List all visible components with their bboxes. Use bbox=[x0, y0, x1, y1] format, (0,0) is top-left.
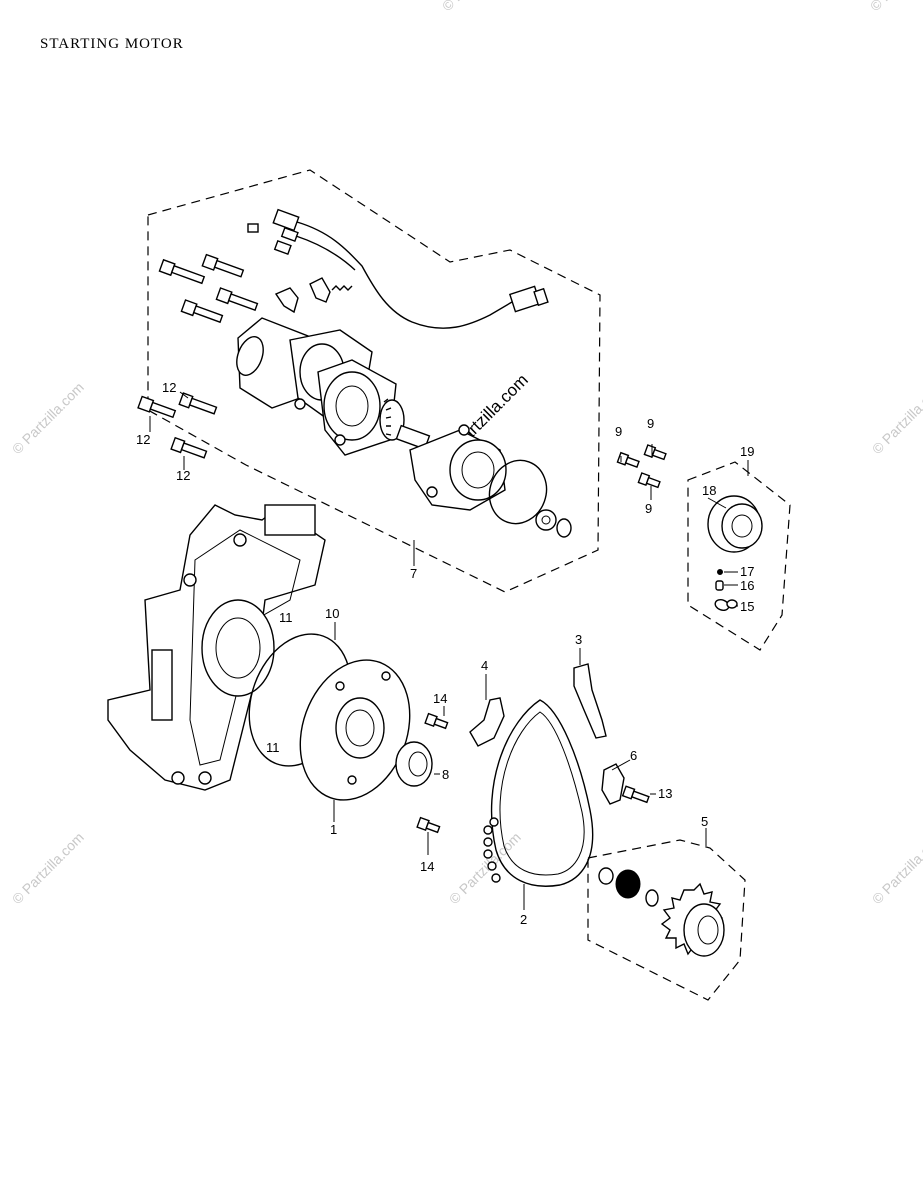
bracket-6 bbox=[601, 763, 625, 805]
callout-14: 14 bbox=[433, 691, 447, 706]
one-way-clutch bbox=[707, 495, 763, 611]
callout-2: 2 bbox=[520, 912, 527, 927]
driven-sprocket bbox=[598, 867, 725, 957]
callout-8: 8 bbox=[442, 767, 449, 782]
bolts-top-cluster bbox=[158, 253, 259, 324]
callout-18: 18 bbox=[702, 483, 716, 498]
callout-9: 9 bbox=[645, 501, 652, 516]
callout-7: 7 bbox=[410, 566, 417, 581]
callout-16: 16 bbox=[740, 578, 754, 593]
callout-10: 10 bbox=[325, 606, 339, 621]
callout-3: 3 bbox=[575, 632, 582, 647]
callout-1: 1 bbox=[330, 822, 337, 837]
callout-12: 12 bbox=[162, 380, 176, 395]
bolts-12 bbox=[137, 392, 218, 459]
callout-11: 11 bbox=[266, 740, 280, 755]
page-title: STARTING MOTOR bbox=[40, 36, 184, 52]
callout-11: 11 bbox=[279, 610, 293, 625]
watermark-text: © Partzilla.com bbox=[9, 379, 87, 457]
starter-chain-2 bbox=[483, 699, 594, 887]
callout-6: 6 bbox=[630, 748, 637, 763]
bolts-14 bbox=[416, 712, 449, 834]
callout-12: 12 bbox=[176, 468, 190, 483]
oil-seal-8 bbox=[395, 741, 433, 787]
callout-9: 9 bbox=[615, 424, 622, 439]
assembly-5-outline bbox=[587, 839, 746, 1001]
watermark-text: © Partzilla.com bbox=[869, 829, 923, 907]
callout-17: 17 bbox=[740, 564, 754, 579]
chain-guide-4 bbox=[469, 697, 505, 747]
brackets-springs bbox=[274, 277, 353, 314]
cover-1 bbox=[299, 659, 411, 801]
crankcase-cover bbox=[107, 504, 326, 791]
callout-19: 19 bbox=[740, 444, 754, 459]
watermark-text: © Partzilla.com bbox=[9, 829, 87, 907]
wiring-harness bbox=[247, 208, 549, 329]
callout-13: 13 bbox=[658, 786, 672, 801]
watermark-text: © Partzilla.com bbox=[869, 379, 923, 457]
callout-4: 4 bbox=[481, 658, 488, 673]
motor-front-cover bbox=[409, 424, 572, 538]
callout-9: 9 bbox=[647, 416, 654, 431]
assembly-19-outline bbox=[687, 461, 791, 651]
callout-labels: 1 2 3 4 5 6 7 8 9 9 9 10 11 11 12 12 12 … bbox=[136, 380, 754, 927]
callout-12: 12 bbox=[136, 432, 150, 447]
callout-14: 14 bbox=[420, 859, 434, 874]
callout-15: 15 bbox=[740, 599, 754, 614]
callout-5: 5 bbox=[701, 814, 708, 829]
watermark-text: © Partzilla.com bbox=[439, 0, 517, 14]
chain-slider-3 bbox=[573, 663, 607, 739]
bolt-13 bbox=[621, 785, 650, 804]
leader-lines bbox=[149, 391, 749, 910]
watermark-text: © Partzilla.com bbox=[867, 0, 923, 14]
bolts-9 bbox=[616, 444, 667, 489]
starter-motor-body bbox=[236, 317, 431, 456]
